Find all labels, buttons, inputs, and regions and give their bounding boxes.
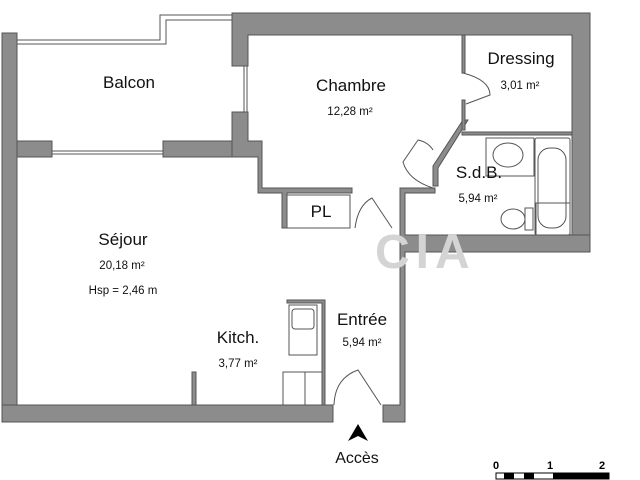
wall-dressing xyxy=(461,34,466,74)
kitchen-sink xyxy=(288,304,318,356)
door-sdb xyxy=(402,139,434,189)
room-area-sdb: 5,94 m² xyxy=(458,193,498,205)
room-label-balcon: Balcon xyxy=(103,73,155,92)
room-label-kitchen: Kitch. xyxy=(216,328,260,347)
sink-basin xyxy=(492,142,524,168)
wall-left xyxy=(1,32,18,423)
door-chambre xyxy=(354,197,393,229)
room-area-dressing: 3,01 m² xyxy=(500,80,540,92)
wall-stub xyxy=(16,140,53,158)
room-label-chambre: Chambre xyxy=(316,76,386,95)
wall-bottom xyxy=(1,404,334,423)
ceiling-height: Hsp = 2,46 m xyxy=(88,285,158,297)
wall-kitchen-stub xyxy=(191,371,197,406)
room-label-sdb: S.d.B. xyxy=(455,163,503,182)
room-label-sejour: Séjour xyxy=(98,230,148,249)
wall-diagonal xyxy=(432,119,469,187)
bathtub-inner xyxy=(537,147,567,229)
door-entrance xyxy=(333,369,382,406)
toilet xyxy=(500,208,526,230)
wall-dressing xyxy=(461,99,466,131)
scale-bar xyxy=(495,472,610,480)
scale-tick-1: 1 xyxy=(546,460,554,472)
wall-top xyxy=(231,12,591,253)
scale-tick-2: 2 xyxy=(598,460,606,472)
kitchen-cabinet xyxy=(282,371,306,406)
kitchen-sink-basin xyxy=(291,308,315,330)
wall-chambre-left xyxy=(231,111,353,229)
balcony-railing-inner xyxy=(17,19,232,45)
wall-sdb xyxy=(382,187,591,423)
pl-closet xyxy=(286,194,351,229)
room-area-kitchen: 3,77 m² xyxy=(218,358,258,370)
sink xyxy=(485,137,535,177)
wall-dressing xyxy=(461,131,573,136)
shower-box xyxy=(535,202,571,236)
room-area-chambre: 12,28 m² xyxy=(327,106,373,118)
balcony-railing xyxy=(17,14,232,41)
scale-tick-0: 0 xyxy=(492,460,500,472)
room-label-dressing: Dressing xyxy=(487,49,555,68)
room-label-pl: PL xyxy=(310,202,332,221)
room-area-sejour: 20,18 m² xyxy=(99,260,145,272)
kitchen-counter-wall xyxy=(286,299,326,406)
kitchen-cabinet xyxy=(304,371,323,406)
room-label-entree: Entrée xyxy=(336,310,388,329)
access-label: Accès xyxy=(335,450,379,467)
door-dressing xyxy=(462,72,491,105)
access-arrow-icon xyxy=(348,424,368,441)
toilet-tank xyxy=(524,207,534,231)
room-area-entree: 5,94 m² xyxy=(342,337,382,349)
